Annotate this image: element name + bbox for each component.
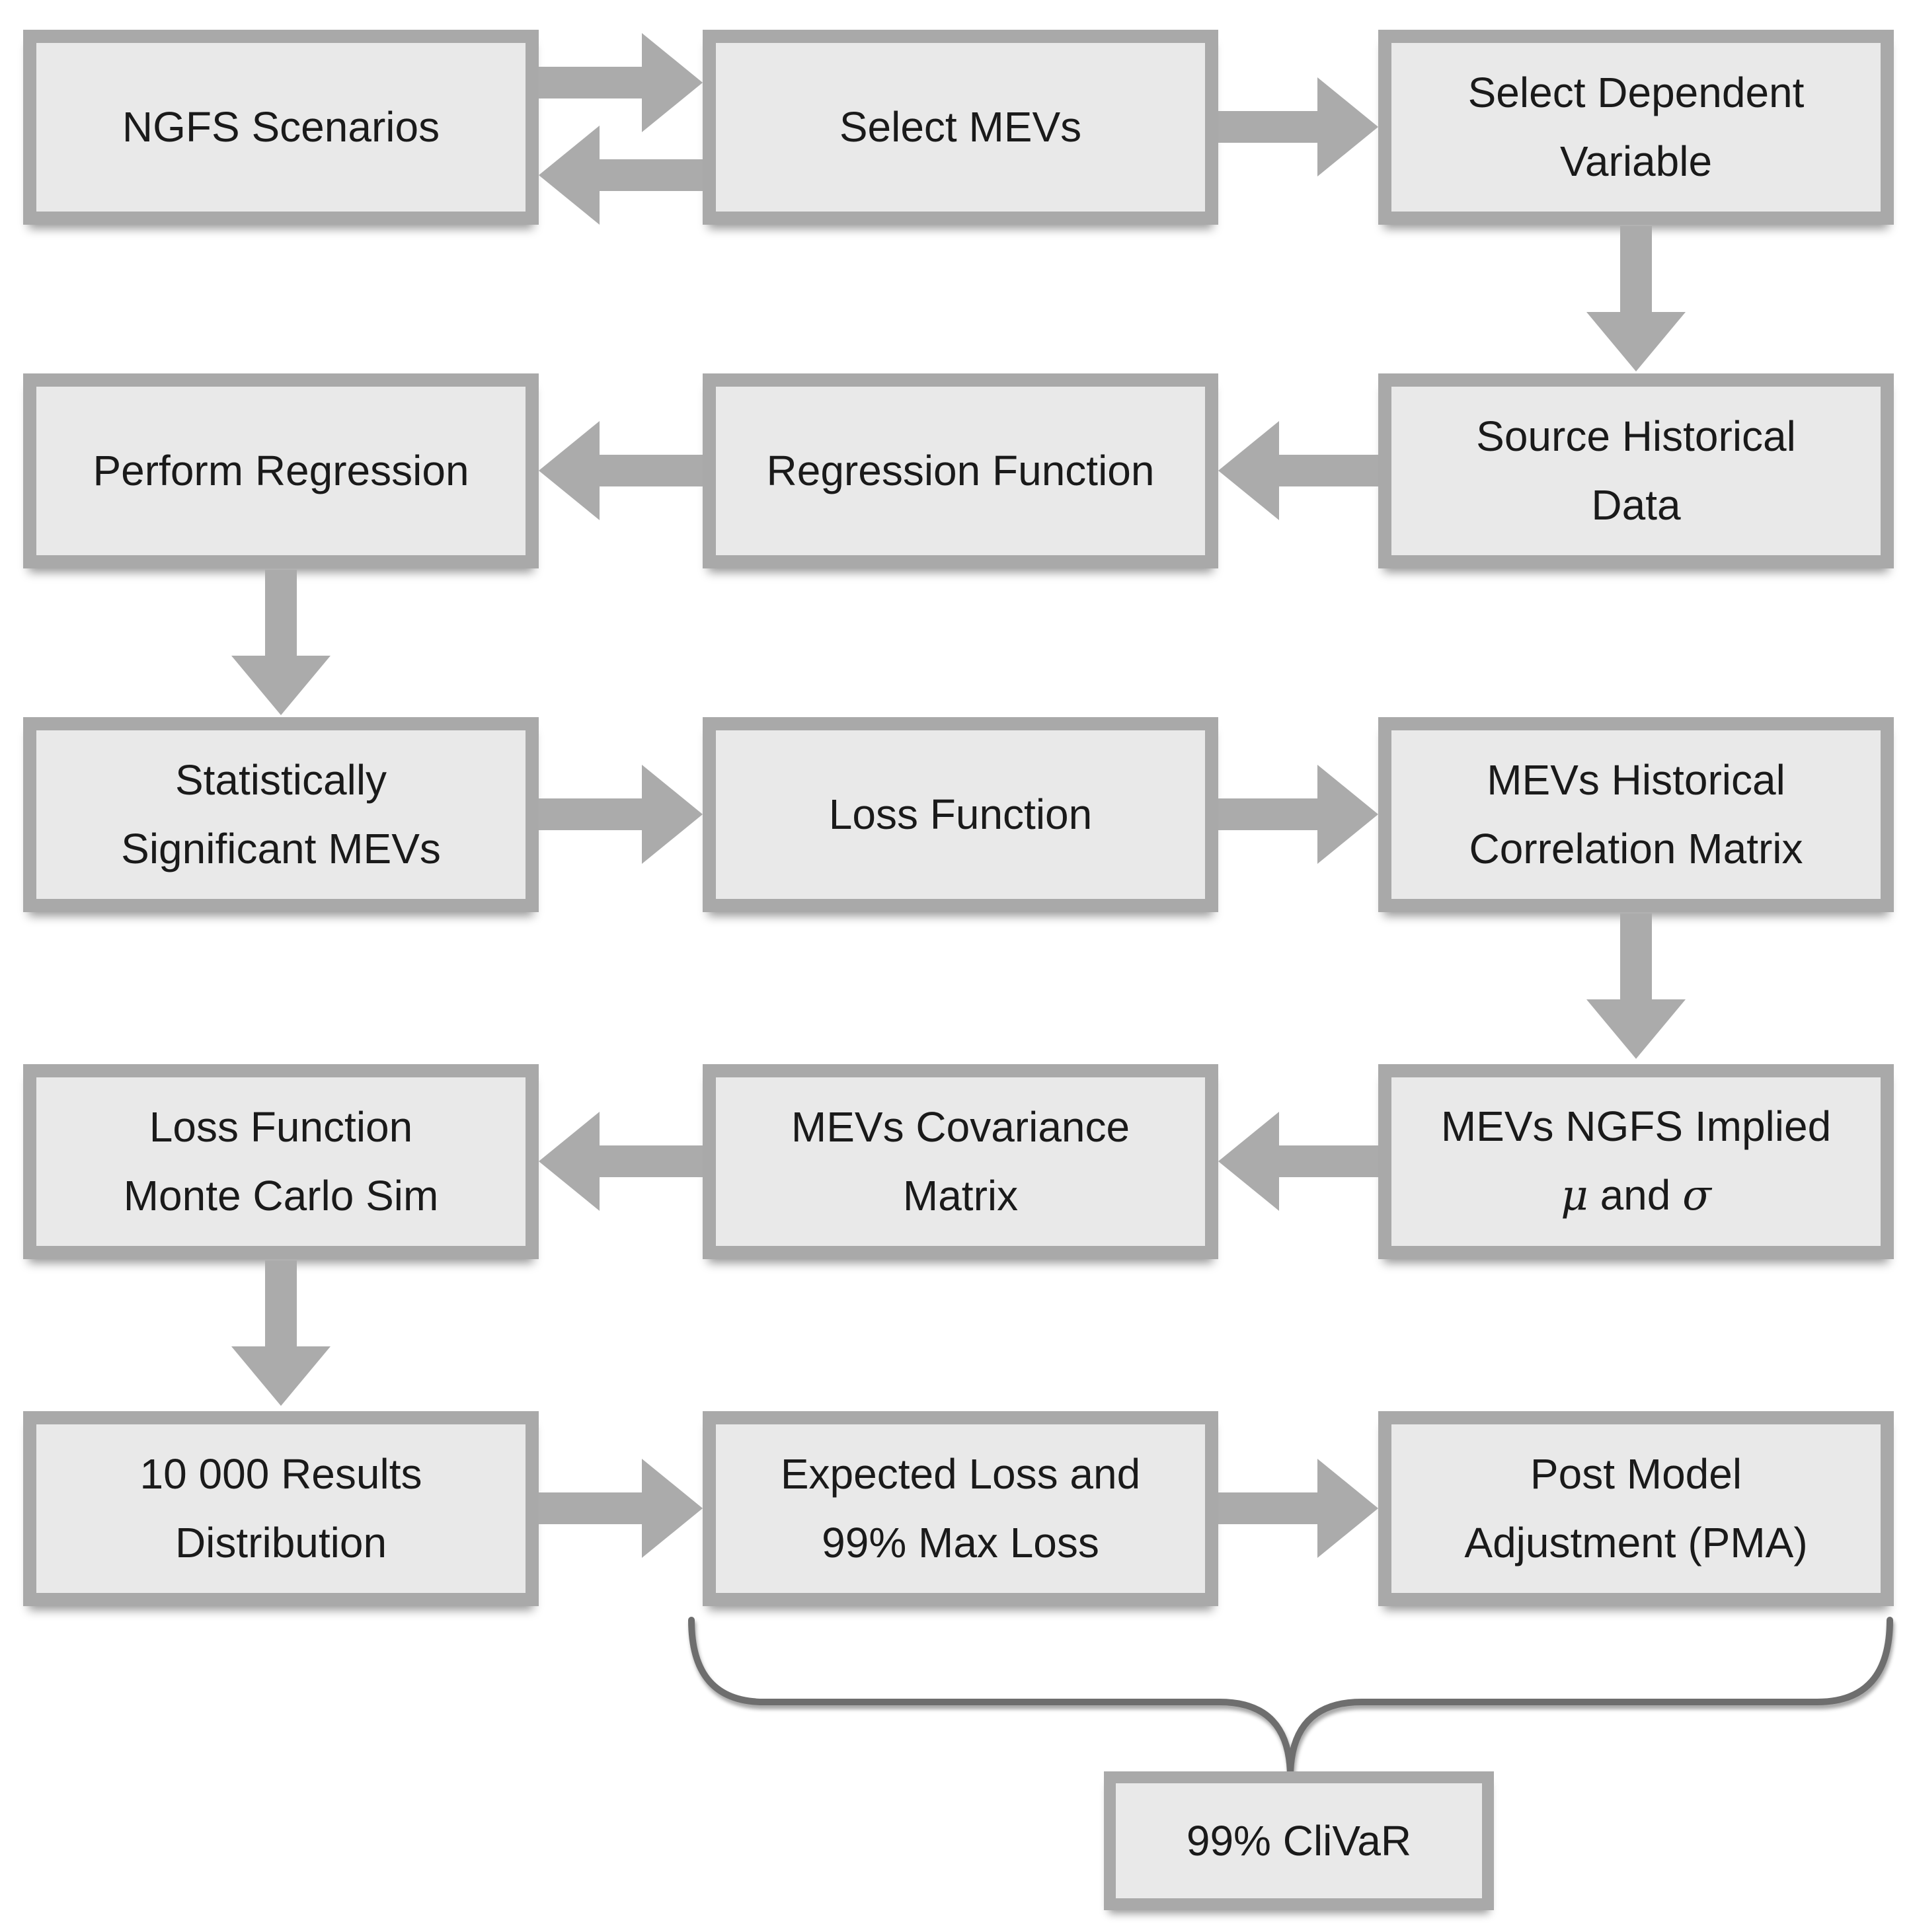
- node-label: Distribution: [175, 1518, 387, 1566]
- node-label: Statistically: [175, 755, 387, 804]
- source-data-to-regression-function-arrow: [1218, 421, 1378, 520]
- arrow-shaft: [1620, 226, 1652, 312]
- loss-function-to-correlation-matrix-arrow: [1218, 765, 1378, 864]
- node-label: Monte Carlo Sim: [123, 1171, 439, 1219]
- sigma-symbol: σ: [1682, 1171, 1711, 1220]
- arrow-head-left-icon: [539, 1112, 600, 1211]
- curly-brace-path: [688, 1617, 1893, 1778]
- node-loss-function-monte-carlo-sim: Loss Function Monte Carlo Sim: [23, 1064, 539, 1259]
- node-label: Expected Loss and: [780, 1449, 1141, 1498]
- correlation-matrix-to-ngfs-implied-arrow: [1586, 913, 1686, 1059]
- node-label: Significant MEVs: [121, 824, 441, 872]
- select-mevs-to-ngfs-arrow: [539, 126, 703, 225]
- node-select-mevs: Select MEVs: [703, 30, 1218, 225]
- arrow-head-down-icon: [231, 656, 331, 715]
- node-label: Matrix: [902, 1171, 1019, 1219]
- arrow-shaft: [265, 1260, 297, 1346]
- covariance-matrix-to-monte-carlo-arrow: [539, 1112, 703, 1211]
- node-label: 10 000 Results: [139, 1449, 422, 1498]
- node-label: NGFS Scenarios: [122, 102, 440, 151]
- arrow-head-down-icon: [1586, 312, 1686, 371]
- regression-function-to-perform-regression-arrow: [539, 421, 703, 520]
- node-99-clivar: 99% CliVaR: [1104, 1771, 1494, 1910]
- arrow-shaft: [539, 798, 642, 830]
- node-label: Adjustment (PMA): [1464, 1518, 1808, 1566]
- arrow-shaft: [600, 159, 703, 191]
- arrow-shaft: [1218, 1492, 1317, 1524]
- node-10000-results-distribution: 10 000 Results Distribution: [23, 1411, 539, 1606]
- significant-mevs-to-loss-function-arrow: [539, 765, 703, 864]
- node-label: Loss Function: [149, 1102, 413, 1151]
- node-statistically-significant-mevs: Statistically Significant MEVs: [23, 717, 539, 912]
- node-source-historical-data: Source Historical Data: [1378, 373, 1894, 568]
- results-to-expected-loss-arrow: [539, 1459, 703, 1558]
- expected-loss-to-pma-arrow: [1218, 1459, 1378, 1558]
- arrow-shaft: [539, 1492, 642, 1524]
- node-label: MEVs NGFS Implied: [1440, 1102, 1832, 1151]
- node-label: Loss Function: [828, 790, 1093, 838]
- arrow-head-left-icon: [1218, 1112, 1279, 1211]
- ngfs-to-select-mevs-arrow: [539, 33, 703, 132]
- node-label: Source Historical: [1476, 412, 1796, 460]
- arrow-shaft: [1218, 111, 1317, 143]
- monte-carlo-to-results-distribution-arrow: [231, 1260, 331, 1406]
- arrow-head-left-icon: [539, 421, 600, 520]
- ngfs-implied-to-covariance-matrix-arrow: [1218, 1112, 1378, 1211]
- node-ngfs-scenarios: NGFS Scenarios: [23, 30, 539, 225]
- arrow-head-left-icon: [539, 126, 600, 225]
- node-mevs-historical-correlation-matrix: MEVs Historical Correlation Matrix: [1378, 717, 1894, 912]
- node-label: 99% Max Loss: [822, 1518, 1099, 1566]
- curly-brace: [688, 1617, 1893, 1778]
- node-label: Data: [1591, 481, 1681, 529]
- arrow-head-down-icon: [1586, 999, 1686, 1059]
- arrow-shaft: [539, 67, 642, 98]
- node-mevs-ngfs-implied-mu-sigma: MEVs NGFS Implied μ and σ: [1378, 1064, 1894, 1259]
- mu-symbol: μ: [1561, 1171, 1588, 1220]
- node-expected-loss-99-max-loss: Expected Loss and 99% Max Loss: [703, 1411, 1218, 1606]
- node-label: Select Dependent: [1467, 68, 1805, 116]
- node-select-dependent-variable: Select Dependent Variable: [1378, 30, 1894, 225]
- arrow-head-right-icon: [642, 1459, 703, 1558]
- arrow-head-right-icon: [642, 33, 703, 132]
- arrow-head-right-icon: [1317, 77, 1378, 176]
- arrow-shaft: [1279, 1145, 1378, 1177]
- node-mevs-covariance-matrix: MEVs Covariance Matrix: [703, 1064, 1218, 1259]
- node-regression-function: Regression Function: [703, 373, 1218, 568]
- node-label: Correlation Matrix: [1469, 824, 1803, 872]
- node-label: 99% CliVaR: [1186, 1817, 1412, 1865]
- and-word: and: [1600, 1171, 1671, 1219]
- arrow-shaft: [1620, 913, 1652, 999]
- arrow-head-right-icon: [1317, 765, 1378, 864]
- arrow-shaft: [600, 455, 703, 486]
- arrow-shaft: [265, 570, 297, 656]
- node-label: MEVs Historical: [1487, 755, 1785, 804]
- arrow-head-down-icon: [231, 1346, 331, 1406]
- node-label: Perform Regression: [93, 446, 469, 494]
- node-loss-function: Loss Function: [703, 717, 1218, 912]
- dependent-variable-to-source-data-arrow: [1586, 226, 1686, 371]
- arrow-head-left-icon: [1218, 421, 1279, 520]
- node-label: MEVs Covariance: [791, 1102, 1130, 1151]
- arrow-shaft: [1279, 455, 1378, 486]
- node-label: Regression Function: [766, 446, 1155, 494]
- arrow-head-right-icon: [642, 765, 703, 864]
- node-post-model-adjustment: Post Model Adjustment (PMA): [1378, 1411, 1894, 1606]
- node-label: Select MEVs: [839, 102, 1082, 151]
- node-label: Variable: [1559, 137, 1713, 185]
- arrow-shaft: [600, 1145, 703, 1177]
- arrow-shaft: [1218, 798, 1317, 830]
- arrow-head-right-icon: [1317, 1459, 1378, 1558]
- node-label-math: μ and σ: [1561, 1161, 1711, 1231]
- node-perform-regression: Perform Regression: [23, 373, 539, 568]
- select-mevs-to-dependent-variable-arrow: [1218, 77, 1378, 176]
- perform-regression-to-significant-mevs-arrow: [231, 570, 331, 715]
- node-label: Post Model: [1530, 1449, 1742, 1498]
